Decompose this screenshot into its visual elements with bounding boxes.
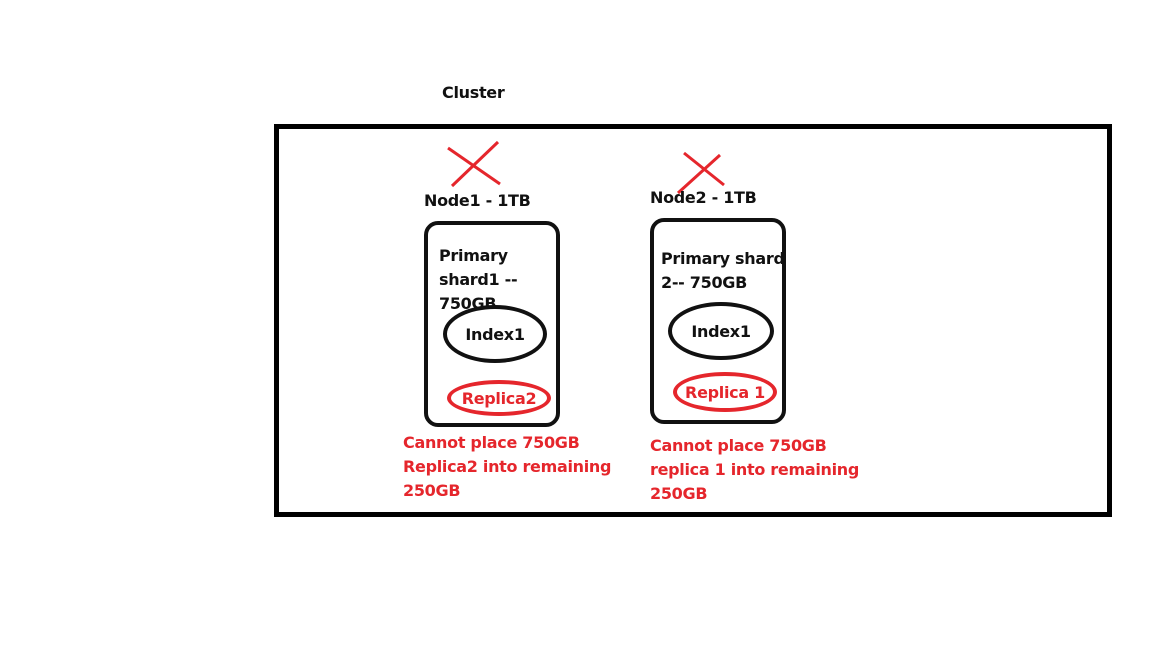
node2-index-oval: Index1 [668, 302, 774, 360]
node2-primary-line: Primary shard [661, 249, 785, 268]
node1-box [424, 221, 560, 427]
node2-error-line: 250GB [650, 484, 708, 503]
node1-primary-shard-label: Primary shard1 -- 750GB [439, 244, 518, 316]
node1-error-line: Replica2 into remaining [403, 457, 612, 476]
node2-error-message: Cannot place 750GB replica 1 into remain… [650, 434, 859, 506]
node2-primary-line: 2-- 750GB [661, 273, 748, 292]
node2-replica-oval: Replica 1 [673, 372, 777, 412]
node1-replica-label: Replica2 [461, 388, 537, 408]
cluster-box [274, 124, 1112, 517]
node1-error-message: Cannot place 750GB Replica2 into remaini… [403, 431, 611, 503]
node2-primary-shard-label: Primary shard 2-- 750GB [661, 247, 785, 295]
node2-error-line: replica 1 into remaining [650, 460, 860, 479]
node1-error-line: 250GB [403, 481, 461, 500]
node1-label: Node1 - 1TB [424, 191, 531, 210]
x-mark-icon [676, 151, 725, 195]
node2-label: Node2 - 1TB [650, 188, 757, 207]
node2-error-line: Cannot place 750GB [650, 436, 827, 455]
node1-index-oval: Index1 [443, 305, 547, 363]
node2-box [650, 218, 786, 424]
node1-error-line: Cannot place 750GB [403, 433, 580, 452]
cluster-title: Cluster [442, 83, 505, 102]
node1-primary-line: shard1 -- [439, 270, 518, 289]
node2-index-label: Index1 [691, 321, 751, 341]
node2-replica-label: Replica 1 [685, 382, 765, 402]
node1-index-label: Index1 [465, 324, 525, 344]
node1-primary-line: Primary [439, 246, 508, 265]
node1-replica-oval: Replica2 [447, 380, 551, 416]
x-mark-icon [447, 140, 501, 188]
